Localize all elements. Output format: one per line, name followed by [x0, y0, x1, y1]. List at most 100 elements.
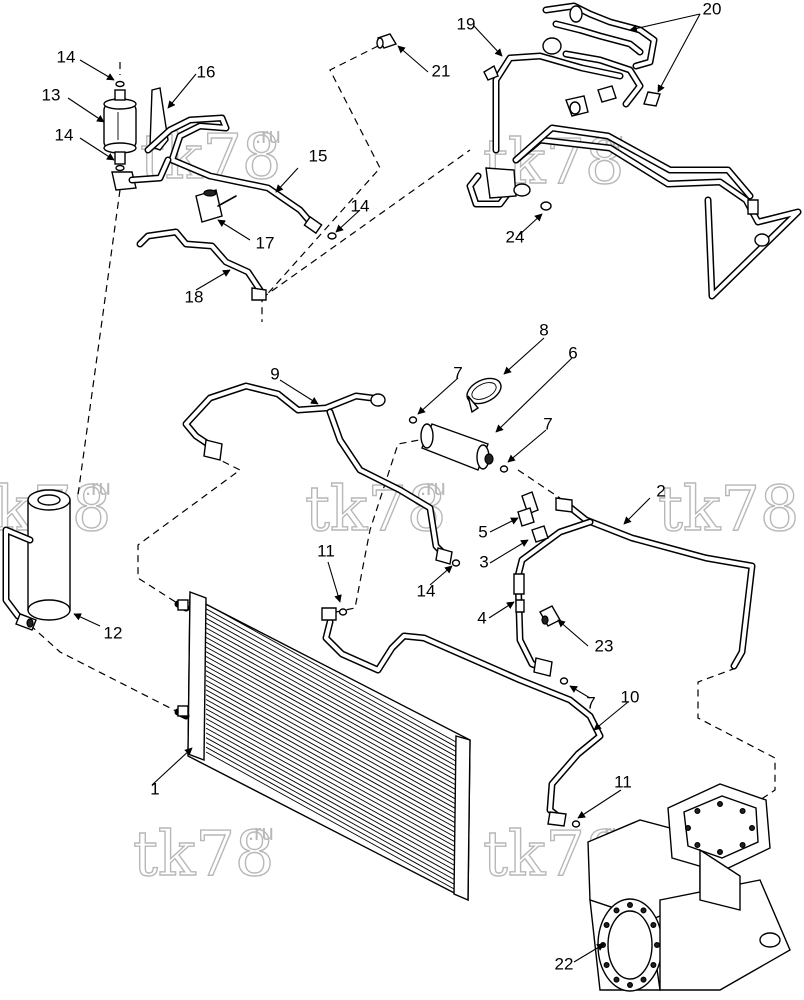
callout-labels: 1 2 3 4 5 6 7 7 7 8 9 10 11 11 12 13 14 …	[42, 0, 722, 973]
dashed-line	[261, 149, 471, 299]
receiver-drier-13	[103, 89, 137, 165]
tube-10	[321, 607, 604, 827]
callout-13: 13	[42, 85, 61, 104]
condenser-fin	[205, 680, 457, 819]
callout-4: 4	[477, 608, 486, 627]
callout-5: 5	[478, 522, 487, 541]
callout-18: 18	[185, 287, 204, 306]
callout-11: 11	[614, 772, 632, 791]
connection-lines	[29, 45, 776, 801]
receiver-tank-12	[2, 489, 71, 631]
flange-bolt	[640, 976, 647, 983]
condenser-fin	[205, 665, 457, 805]
callout-12: 12	[104, 623, 123, 642]
flange-bolt	[613, 976, 620, 983]
head-bolt	[694, 807, 701, 814]
condenser-fin	[205, 727, 457, 867]
callout-21: 21	[432, 61, 451, 80]
condenser-fin	[205, 660, 457, 800]
head-bolt	[694, 841, 701, 848]
o-ring-11-a	[338, 608, 348, 616]
flange-bolt	[626, 981, 633, 988]
condenser-fin	[205, 613, 457, 752]
condenser-fin	[205, 675, 457, 814]
condenser-fin	[205, 713, 457, 853]
dashed-line	[29, 624, 179, 713]
fitting-21	[376, 33, 398, 49]
hose-assembly-20	[542, 2, 661, 117]
condenser-fin	[205, 732, 457, 872]
callout-7: 7	[586, 693, 595, 712]
flange-bolt	[650, 921, 657, 928]
dashed-line	[261, 45, 381, 322]
condenser-fin	[205, 699, 457, 838]
o-ring-7-a	[408, 416, 418, 424]
o-ring-11-b	[571, 820, 581, 828]
callout-3: 3	[479, 552, 488, 571]
o-ring-14	[115, 80, 125, 172]
condenser-1	[174, 590, 471, 902]
condenser-fin	[205, 637, 457, 776]
condenser-fin	[205, 651, 457, 791]
condenser-fins	[205, 603, 457, 891]
condenser-fin	[205, 718, 457, 857]
flange-bolt	[626, 901, 633, 908]
svg-text:tk78: tk78	[305, 472, 446, 545]
condenser-fin	[205, 689, 457, 829]
dashed-line	[335, 437, 431, 613]
flange-bolt	[603, 961, 610, 968]
callout-7: 7	[543, 414, 552, 433]
callout-6: 6	[568, 343, 577, 362]
callout-2: 2	[656, 481, 665, 500]
head-bolt	[748, 824, 755, 831]
svg-text:.ru: .ru	[85, 475, 111, 500]
dashed-line	[77, 189, 121, 496]
filter-drier-6	[420, 423, 494, 471]
valve-core-5	[517, 491, 539, 527]
head-bolt	[716, 800, 723, 807]
callout-24: 24	[506, 227, 525, 246]
o-ring-14-c	[451, 559, 461, 567]
watermark-suffix: .ru	[255, 123, 281, 148]
compressor-22	[587, 783, 791, 992]
callout-11: 11	[317, 541, 335, 560]
condenser-fin	[205, 617, 457, 757]
head-bolt	[716, 848, 723, 855]
dashed-line	[697, 667, 776, 801]
condenser-fin	[205, 627, 457, 767]
dashed-line	[137, 455, 242, 609]
valve-cap-3	[531, 525, 549, 543]
flange-bolt	[603, 921, 610, 928]
callout-22: 22	[555, 954, 574, 973]
condenser-fin	[205, 742, 457, 881]
callout-17: 17	[256, 233, 275, 252]
condenser-fin	[205, 708, 457, 848]
callout-15: 15	[309, 146, 328, 165]
condenser-fin	[205, 656, 457, 795]
condenser-fin	[205, 684, 457, 824]
flange-bolt	[653, 941, 660, 948]
evaporator-piping	[466, 52, 802, 300]
leader-lines	[67, 13, 701, 963]
callout-19: 19	[457, 14, 476, 33]
condenser-fin	[205, 632, 457, 771]
condenser-fin	[205, 641, 457, 781]
tube-9	[182, 382, 453, 565]
fitting-block	[111, 171, 137, 191]
clamp-8	[466, 377, 502, 414]
callout-1: 1	[150, 779, 159, 798]
flange-bolt	[650, 961, 657, 968]
head-bolt	[739, 841, 746, 848]
callout-20: 20	[703, 0, 722, 18]
condenser-fin	[205, 670, 457, 810]
callout-14: 14	[55, 125, 74, 144]
expansion-valve-17	[195, 189, 237, 223]
flange-bolt	[640, 907, 647, 914]
callout-14: 14	[417, 581, 436, 600]
condenser-fin	[205, 622, 457, 762]
fitting-23	[539, 605, 561, 627]
hose-15	[128, 114, 323, 235]
condenser-fin	[205, 737, 457, 877]
condenser-fin	[205, 608, 457, 748]
head-bolt	[739, 807, 746, 814]
